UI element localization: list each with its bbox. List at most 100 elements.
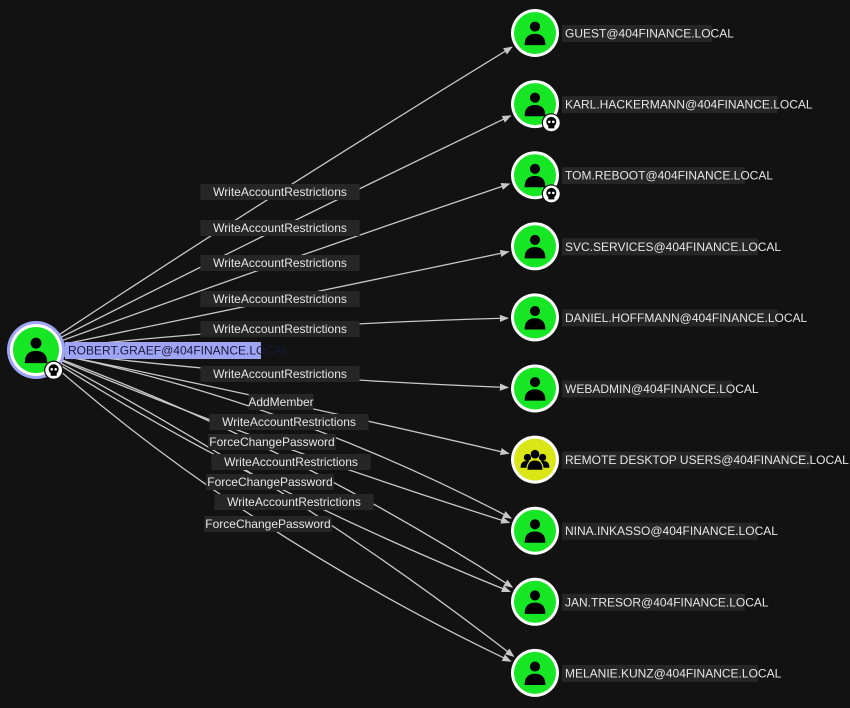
edge-label-text: WriteAccountRestrictions: [213, 185, 347, 199]
node-label: DANIEL.HOFFMANN@404FINANCE.LOCAL: [565, 311, 808, 325]
edge-label-bg: [200, 220, 360, 236]
user-node-circle: [514, 580, 556, 623]
user-head: [529, 661, 541, 672]
edge-label[interactable]: WriteAccountRestrictions: [200, 366, 360, 382]
user-icon: [524, 92, 546, 117]
edge-label[interactable]: WriteAccountRestrictions: [200, 255, 360, 271]
edge-label-text: AddMember: [248, 395, 313, 409]
user-node-circle: [514, 225, 556, 268]
edge-label-bg: [248, 394, 314, 410]
node-label-bg: [562, 25, 713, 42]
edge-label-bg: [209, 414, 369, 430]
edge-label-text: WriteAccountRestrictions: [224, 455, 358, 469]
edge-label[interactable]: WriteAccountRestrictions: [211, 454, 371, 470]
edge-label-bg: [200, 184, 360, 200]
edge-label[interactable]: AddMember: [248, 394, 314, 410]
edge-label-bg: [211, 454, 371, 470]
edge-label-text: WriteAccountRestrictions: [213, 256, 347, 270]
node-label: MELANIE.KUNZ@404FINANCE.LOCAL: [565, 666, 782, 680]
owned-skull-icon: [541, 113, 561, 133]
node-label-bg: [562, 593, 745, 611]
node-label-bg: [65, 342, 261, 359]
user-body: [524, 176, 546, 188]
user-body: [524, 247, 546, 259]
edge-label-text: WriteAccountRestrictions: [213, 292, 347, 306]
edge-label-text: ForceChangePassword: [207, 475, 332, 489]
target-node[interactable]: NINA.INKASSO@404FINANCE.LOCAL: [511, 506, 778, 555]
node-label-bg: [562, 664, 758, 682]
user-head: [529, 21, 541, 32]
user-icon: [524, 163, 546, 188]
node-label: GUEST@404FINANCE.LOCAL: [565, 27, 734, 41]
node-label-bg: [562, 309, 778, 327]
user-body: [524, 602, 546, 614]
edge-label[interactable]: WriteAccountRestrictions: [214, 494, 374, 510]
user-icon: [524, 519, 546, 543]
user-body: [524, 104, 546, 117]
edge-label-text: WriteAccountRestrictions: [213, 367, 347, 381]
user-head: [529, 92, 541, 103]
node-label: KARL.HACKERMANN@404FINANCE.LOCAL: [565, 98, 813, 112]
edge-label-bg: [200, 321, 360, 337]
edge-forcechangepassword[interactable]: [56, 367, 512, 662]
edge-label[interactable]: WriteAccountRestrictions: [200, 291, 360, 307]
node-label: NINA.INKASSO@404FINANCE.LOCAL: [565, 524, 778, 538]
edge-label-text: WriteAccountRestrictions: [213, 221, 347, 235]
edge-label[interactable]: ForceChangePassword: [204, 516, 332, 532]
node-label: ROBERT.GRAEF@404FINANCE.LOCAL: [68, 344, 289, 358]
owned-skull-icon: [44, 360, 64, 380]
target-node[interactable]: JAN.TRESOR@404FINANCE.LOCAL: [511, 577, 769, 626]
user-icon: [524, 377, 546, 401]
edge-label[interactable]: WriteAccountRestrictions: [209, 414, 369, 430]
edge-label-text: WriteAccountRestrictions: [227, 495, 361, 509]
edge-label-bg: [200, 291, 360, 307]
edge-label-text: ForceChangePassword: [209, 435, 334, 449]
target-node[interactable]: KARL.HACKERMANN@404FINANCE.LOCAL: [511, 80, 813, 133]
edge-labels-layer: WriteAccountRestrictionsWriteAccountRest…: [200, 184, 374, 532]
target-node[interactable]: MELANIE.KUNZ@404FINANCE.LOCAL: [511, 648, 782, 697]
edge-label[interactable]: WriteAccountRestrictions: [200, 220, 360, 236]
target-node[interactable]: GUEST@404FINANCE.LOCAL: [511, 9, 734, 57]
user-icon: [524, 661, 546, 685]
user-head: [529, 163, 541, 174]
edge-writeaccountrestrictions[interactable]: [61, 359, 514, 588]
node-label: SVC.SERVICES@404FINANCE.LOCAL: [565, 240, 781, 254]
user-node-circle: [514, 367, 556, 410]
user-icon: [524, 234, 546, 259]
user-node-circle: [514, 509, 556, 552]
target-node[interactable]: DANIEL.HOFFMANN@404FINANCE.LOCAL: [511, 293, 808, 342]
node-label-bg: [562, 522, 758, 540]
user-head: [529, 519, 541, 530]
user-body: [524, 389, 546, 401]
edge-label[interactable]: WriteAccountRestrictions: [200, 184, 360, 200]
source-node[interactable]: ROBERT.GRAEF@404FINANCE.LOCAL: [7, 321, 289, 380]
target-node[interactable]: TOM.REBOOT@404FINANCE.LOCAL: [511, 151, 773, 204]
node-label: JAN.TRESOR@404FINANCE.LOCAL: [565, 595, 769, 609]
edge-label-text: WriteAccountRestrictions: [222, 415, 356, 429]
edge-label[interactable]: ForceChangePassword: [208, 434, 336, 450]
user-icon: [524, 21, 546, 46]
user-body: [524, 33, 546, 46]
node-label: REMOTE DESKTOP USERS@404FINANCE.LOCAL: [565, 453, 849, 467]
edge-label[interactable]: ForceChangePassword: [206, 474, 334, 490]
edge-label[interactable]: WriteAccountRestrictions: [200, 321, 360, 337]
owned-skull-icon: [541, 184, 561, 204]
nodes-layer: GUEST@404FINANCE.LOCAL KARL.HACKERMANN@40…: [7, 9, 849, 697]
user-icon: [524, 590, 546, 614]
user-head: [529, 234, 541, 245]
group-icon: [520, 449, 550, 471]
user-node-circle: [514, 651, 556, 694]
target-node[interactable]: SVC.SERVICES@404FINANCE.LOCAL: [511, 222, 781, 271]
target-node[interactable]: REMOTE DESKTOP USERS@404FINANCE.LOCAL: [511, 435, 849, 484]
node-label-bg: [562, 380, 732, 398]
user-node-circle: [514, 83, 556, 126]
edge-label-text: WriteAccountRestrictions: [213, 322, 347, 336]
user-node-circle: [514, 296, 556, 339]
target-node[interactable]: WEBADMIN@404FINANCE.LOCAL: [511, 364, 759, 413]
edge-label-bg: [200, 255, 360, 271]
user-head: [529, 305, 541, 317]
user-body: [524, 531, 546, 543]
user-node-circle: [514, 12, 556, 54]
edge-label-bg: [204, 516, 332, 532]
